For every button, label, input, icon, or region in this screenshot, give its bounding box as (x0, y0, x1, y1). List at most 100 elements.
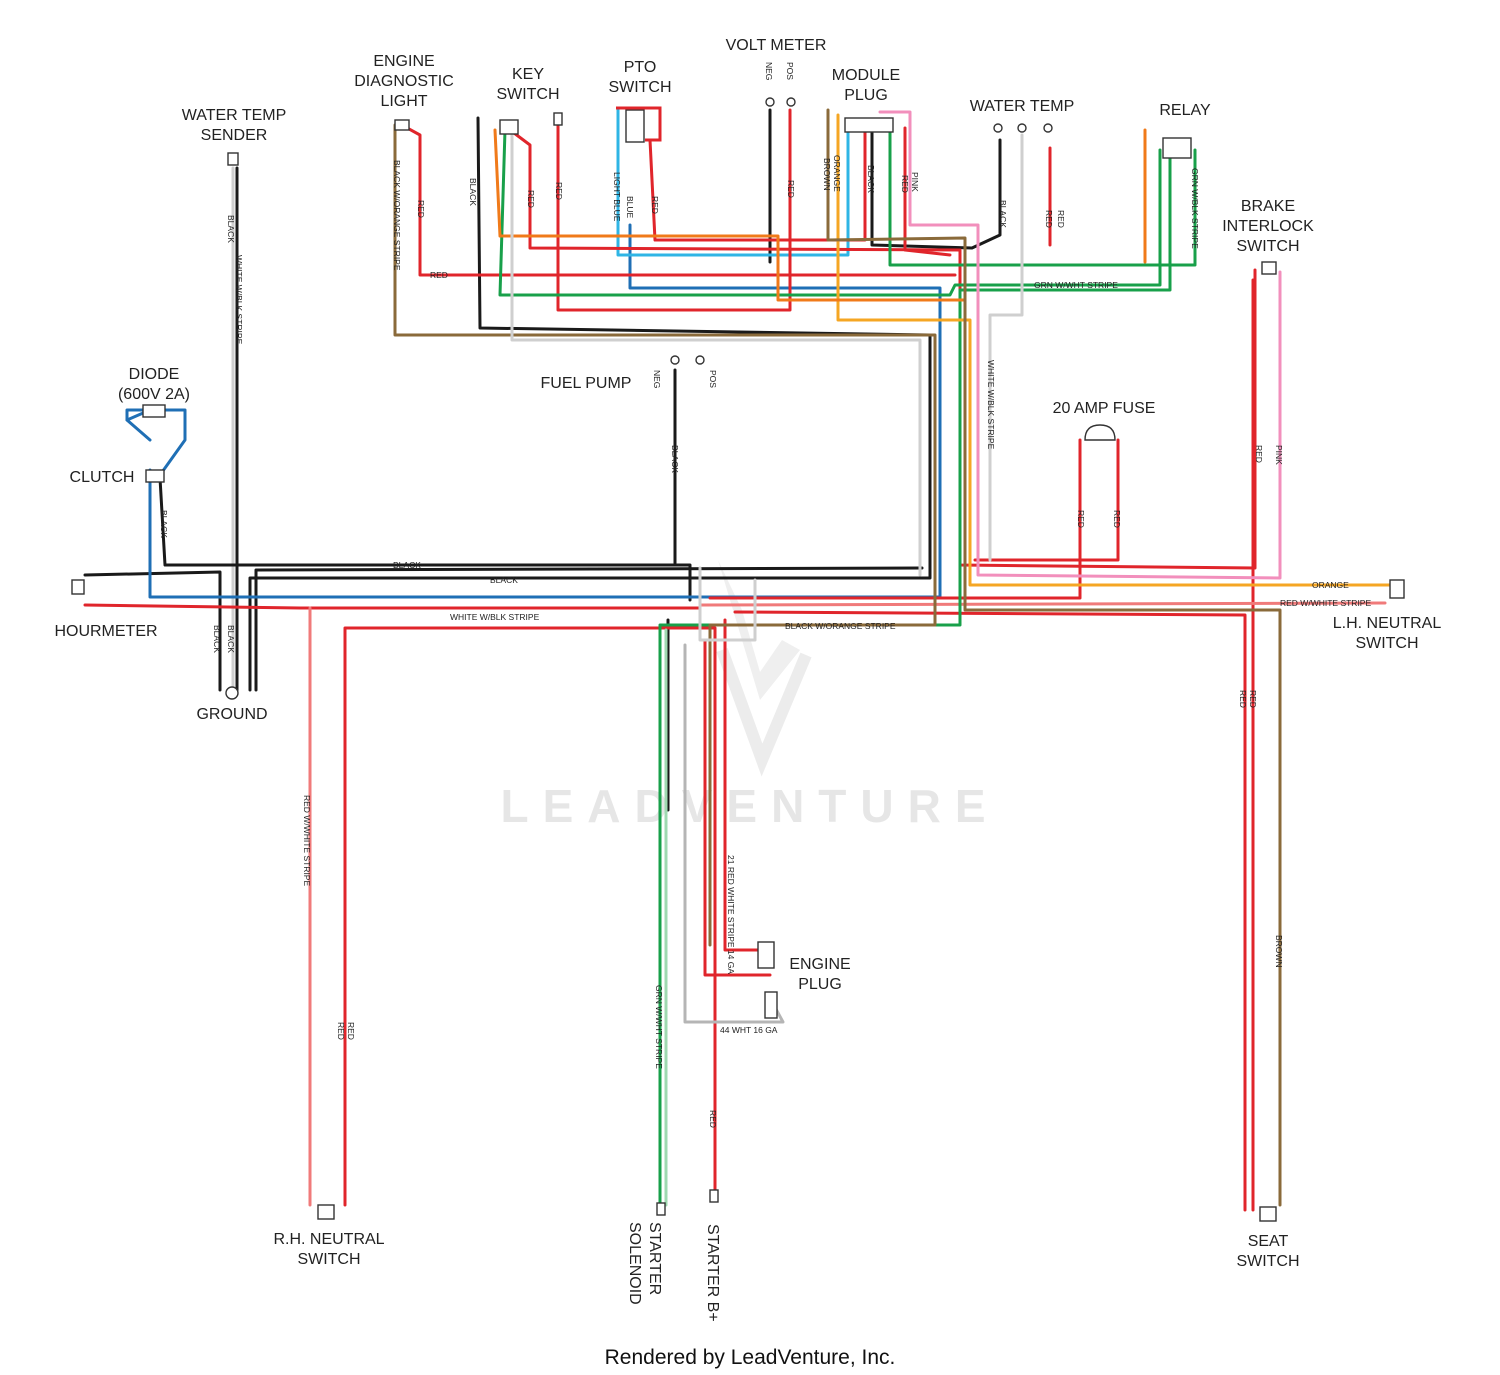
terminal-labels: NEG POS NEG POS (652, 62, 795, 388)
connector-diag-light (394, 119, 410, 131)
wl-black-gnd1: BLACK (212, 625, 222, 653)
label-clutch: CLUTCH (70, 469, 135, 486)
wire-orange-key (493, 128, 967, 302)
wl-blue: BLUE (625, 196, 635, 219)
wl-red-diag: RED (416, 200, 426, 218)
watermark: LEADVENTURE (500, 560, 986, 832)
wl-red-key: RED (526, 190, 536, 208)
wires (83, 108, 1392, 1212)
wl-orange-module: ORANGE (832, 155, 842, 192)
wl-red-key2: RED (554, 182, 564, 200)
wl-pink-module: PINK (910, 172, 920, 192)
label-volt-meter: VOLT METER (726, 37, 827, 54)
wire-labels: BLACK WHITE W/BLK STRIPE BLACK W/ORANGE … (159, 155, 1371, 1128)
wl-black-orange-bus: BLACK W/ORANGE STRIPE (785, 621, 896, 631)
wl-grn-wht-solenoid: GRN W/WHT STRIPE (654, 985, 664, 1069)
wire-red-hourmeter (83, 603, 702, 610)
wl-pink-brake: PINK (1274, 445, 1284, 465)
wl-light-blue: LIGHT BLUE (612, 172, 622, 222)
connector-engine-plug (757, 941, 775, 969)
label-hourmeter: HOURMETER (54, 623, 157, 640)
label-fp-pos: POS (708, 370, 718, 388)
wire-orange (836, 113, 1392, 587)
wire-black-orange-diag (393, 123, 937, 947)
wire-red-fuse (708, 438, 1120, 600)
wl-brown-module: BROWN (822, 158, 832, 191)
terminal-watertemp-1 (993, 123, 1003, 133)
wl-red-pto: RED (650, 196, 660, 214)
connector-clutch (145, 469, 165, 483)
terminal-fuel-pos (695, 355, 705, 365)
wl-red-horizontal: RED (430, 270, 448, 280)
wl-black-orange-diag: BLACK W/ORANGE STRIPE (392, 160, 402, 271)
wl-red-wht-14: 21 RED WHITE STRIPE 14 GA (726, 855, 736, 974)
wl-red-fuse-l: RED (1076, 510, 1086, 528)
terminal-voltmeter-pos (786, 97, 796, 107)
label-fp-neg: NEG (652, 370, 662, 388)
connector-brake-interlock (1261, 261, 1277, 275)
wire-brown (826, 108, 1282, 1207)
wire-white-engine (698, 566, 757, 642)
terminal-watertemp-3 (1043, 123, 1053, 133)
wire-red-seat (733, 610, 1247, 1212)
footer-credit: Rendered by LeadVenture, Inc. (605, 1346, 896, 1369)
connector-key-switch (499, 119, 519, 135)
wl-orange-lh: ORANGE (1312, 580, 1349, 590)
connector-engine-aux (764, 991, 778, 1019)
wl-red-seat2: RED (1248, 690, 1258, 708)
wire-red-rh (343, 626, 717, 1207)
wl-black-key: BLACK (468, 178, 478, 206)
wl-red-rh2: RED (346, 1022, 356, 1040)
wl-white-blk-right: WHITE W/BLK STRIPE (986, 360, 996, 450)
wl-red-wht-lh: RED W/WHITE STRIPE (1280, 598, 1371, 608)
wl-red-rh1: RED (336, 1022, 346, 1040)
wl-black-module: BLACK (866, 165, 876, 193)
wire-blue (125, 223, 942, 599)
wire-red-pto (648, 126, 867, 242)
label-starter-b: STARTER B+ (704, 1224, 721, 1322)
wl-white-sender: WHITE W/BLK STRIPE (234, 255, 244, 345)
terminal-ground (225, 686, 239, 700)
wl-black-clutch: BLACK (159, 510, 169, 538)
wl-black-wt: BLACK (998, 200, 1008, 228)
label-vm-pos: POS (785, 62, 795, 80)
wire-red-module (903, 126, 1052, 257)
label-vm-neg: NEG (764, 62, 774, 80)
connector-pto-switch (625, 109, 645, 143)
terminal-watertemp-2 (1017, 123, 1027, 133)
terminal-starter-solenoid (656, 1202, 666, 1216)
wire-red-key (508, 128, 1257, 570)
wire-black-watertemp (870, 126, 1002, 250)
label-relay: RELAY (1159, 102, 1211, 119)
wl-red-brake: RED (1254, 445, 1264, 463)
terminal-fuel-neg (670, 355, 680, 365)
wire-blue-diode (125, 408, 187, 477)
connector-lh-neutral (1389, 579, 1405, 599)
wl-red-starter: RED (708, 1110, 718, 1128)
wl-grn-blk: GRN W/BLK STRIPE (1190, 168, 1200, 249)
connector-relay (1162, 137, 1192, 159)
wl-red-vm: RED (786, 180, 796, 198)
label-fuel-pump: FUEL PUMP (541, 375, 632, 392)
wire-white-blk (510, 123, 1024, 577)
wl-brown-seat: BROWN (1274, 935, 1284, 968)
label-starter-solenoid: STARTERSOLENOID (626, 1222, 663, 1305)
wire-black-hourmeter (83, 570, 222, 692)
wire-red-wht-lh (698, 601, 1387, 607)
wl-white-blk-bus: WHITE W/BLK STRIPE (450, 612, 540, 622)
wire-green-relay (888, 126, 1197, 267)
wl-red-wt: RED (1044, 210, 1054, 228)
connector-seat-switch (1259, 1206, 1277, 1222)
wire-red-engine (703, 618, 772, 977)
wl-red-fuse-r: RED (1112, 510, 1122, 528)
terminal-starter-b (709, 1189, 719, 1203)
wl-black-gnd2: BLACK (226, 625, 236, 653)
wl-black-bus1: BLACK (393, 560, 421, 570)
